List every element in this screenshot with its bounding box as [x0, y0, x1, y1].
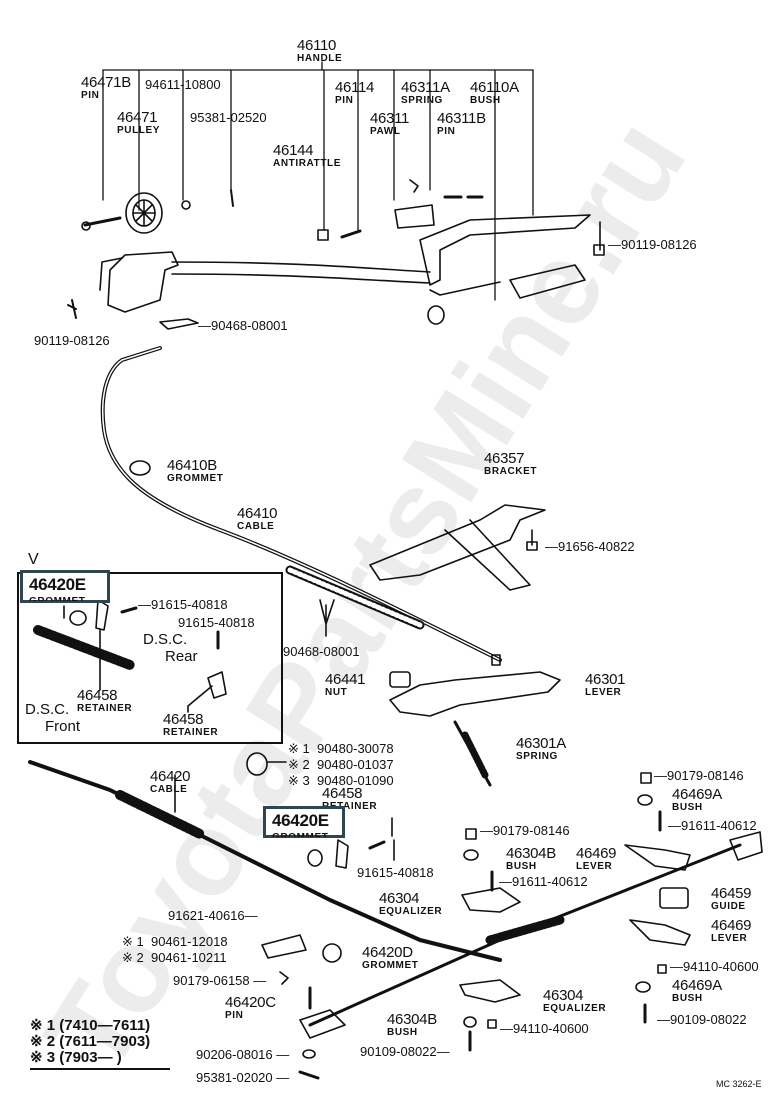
label-90468-08001-b: 90468-08001 — [283, 644, 360, 659]
legend-row-3: ※ 3 (7903— ) — [30, 1049, 122, 1066]
label-spring-46301a: 46301A SPRING — [516, 735, 566, 762]
label-lever-46469-b: 46469 LEVER — [711, 917, 752, 944]
label-91615-40818-a: —91615-40818 — [138, 597, 228, 612]
label-cable-46410: 46410 CABLE — [237, 505, 278, 532]
label-dsc-rear: D.S.C. Rear — [143, 631, 198, 665]
label-90109-08022-b: —90109-08022 — [657, 1012, 747, 1027]
label-lever-46301: 46301 LEVER — [585, 671, 626, 698]
label-grommet-46420d: 46420D GROMMET — [362, 944, 419, 971]
label-90179-08146-a: —90179-08146 — [654, 768, 744, 783]
label-grommet-46410b: 46410B GROMMET — [167, 457, 224, 484]
label-pin-46114: 46114 PIN — [335, 79, 375, 106]
label-pawl: 46311 PAWL — [370, 110, 410, 137]
label-equalizer-b: 46304 EQUALIZER — [543, 987, 607, 1014]
equalizers-drawing — [279, 772, 691, 1080]
dsc-inset-box — [17, 572, 283, 744]
variant-90480-1: ※ 1 90480-30078 — [288, 741, 394, 756]
label-bush-46469a-b: 46469A BUSH — [672, 977, 722, 1004]
handle-callout-bracket — [102, 61, 534, 301]
drawing-code: MC 3262-E — [716, 1079, 762, 1089]
label-94110-40600-b: —94110-40600 — [670, 959, 759, 974]
lever-46301-drawing — [389, 671, 561, 787]
label-bush-46110a: 46110A BUSH — [470, 79, 519, 106]
legend-row-2: ※ 2 (7611—7903) — [30, 1033, 151, 1050]
label-pin-46420c: 46420C PIN — [225, 994, 276, 1021]
label-91615-40818-b: 91615-40818 — [178, 615, 255, 630]
label-bracket: 46357 BRACKET — [484, 450, 538, 477]
pulley-drawing — [81, 192, 191, 234]
label-91611-40612-a: —91611-40612 — [668, 818, 757, 833]
label-pulley: 46471 PULLEY — [117, 109, 161, 136]
label-94611-10800: 94611-10800 — [145, 77, 221, 92]
label-pin-46471b: 46471B PIN — [81, 74, 131, 101]
highlight-grommet-46420e[interactable]: 46420E GROMMET — [263, 806, 345, 838]
rear-cable-drawing — [261, 831, 763, 1039]
label-90119-08126-right: —90119-08126 — [608, 237, 697, 252]
label-equalizer-a: 46304 EQUALIZER — [379, 890, 443, 917]
bracket-drawing — [369, 504, 546, 591]
label-bush-46469a-a: 46469A BUSH — [672, 786, 722, 813]
label-handle: 46110 HANDLE — [297, 37, 343, 64]
label-antirattle: 46144 ANTIRATTLE — [273, 142, 342, 169]
label-90480-variants: ※ 1 90480-30078 ※ 2 90480-01037 ※ 3 9048… — [288, 741, 394, 789]
label-90119-08126-left: 90119-08126 — [34, 333, 110, 348]
label-bush-46304b-a: 46304B BUSH — [387, 1011, 437, 1038]
label-95381-02020: 95381-02020 — — [196, 1070, 290, 1085]
variant-90461-2: ※ 2 90461-10211 — [122, 950, 227, 965]
label-91656-40822: —91656-40822 — [545, 539, 635, 554]
label-90461-variants: ※ 1 90461-12018 ※ 2 90461-10211 — [122, 934, 228, 966]
label-nut: 46441 NUT — [325, 671, 366, 698]
label-90468-08001-a: —90468-08001 — [198, 318, 288, 333]
variant-90461-1: ※ 1 90461-12018 — [122, 934, 228, 949]
label-90206-08016: 90206-08016 — — [196, 1047, 290, 1062]
label-94110-40600-a: —94110-40600 — [500, 1021, 589, 1036]
cable-46420-drawing — [28, 760, 502, 962]
variant-90480-2: ※ 2 90480-01037 — [288, 757, 394, 772]
view-mark: V — [28, 551, 39, 568]
label-90109-08022-a: 90109-08022— — [360, 1044, 450, 1059]
handle-drawing — [67, 179, 605, 330]
label-dsc-front: D.S.C. Front — [25, 701, 81, 735]
cable-46410-drawing — [100, 346, 502, 666]
label-91615-40818-c: 91615-40818 — [357, 865, 434, 880]
label-91611-40612-b: —91611-40612 — [499, 874, 588, 889]
label-91621-40616: 91621-40616— — [168, 908, 258, 923]
grommet-90480-drawing — [246, 752, 268, 776]
label-retainer-b: 46458 RETAINER — [163, 711, 219, 738]
model-year-legend: ※ 1 (7410—7611) ※ 2 (7611—7903) ※ 3 (790… — [30, 1018, 170, 1070]
variant-90480-3: ※ 3 90480-01090 — [288, 773, 394, 788]
label-95381-02520: 95381-02520 — [190, 110, 267, 125]
label-cable-46420: 46420 CABLE — [150, 768, 191, 795]
label-retainer-46458: 46458 RETAINER — [322, 785, 378, 812]
label-guide: 46459 GUIDE — [711, 885, 752, 912]
label-retainer-a: 46458 RETAINER — [77, 687, 133, 714]
label-90179-06158: 90179-06158 — — [173, 973, 267, 988]
label-pin-46311b: 46311B PIN — [437, 110, 486, 137]
inset-drawing — [33, 599, 227, 713]
label-lever-46469-a: 46469 LEVER — [576, 845, 617, 872]
highlight-grommet-46420e-inset[interactable]: 46420E GROMMET — [20, 570, 110, 603]
label-spring-46311a: 46311A SPRING — [401, 79, 450, 106]
label-90179-08146-b: —90179-08146 — [480, 823, 570, 838]
legend-row-1: ※ 1 (7410—7611) — [30, 1017, 151, 1034]
label-bush-46304b-b: 46304B BUSH — [506, 845, 556, 872]
